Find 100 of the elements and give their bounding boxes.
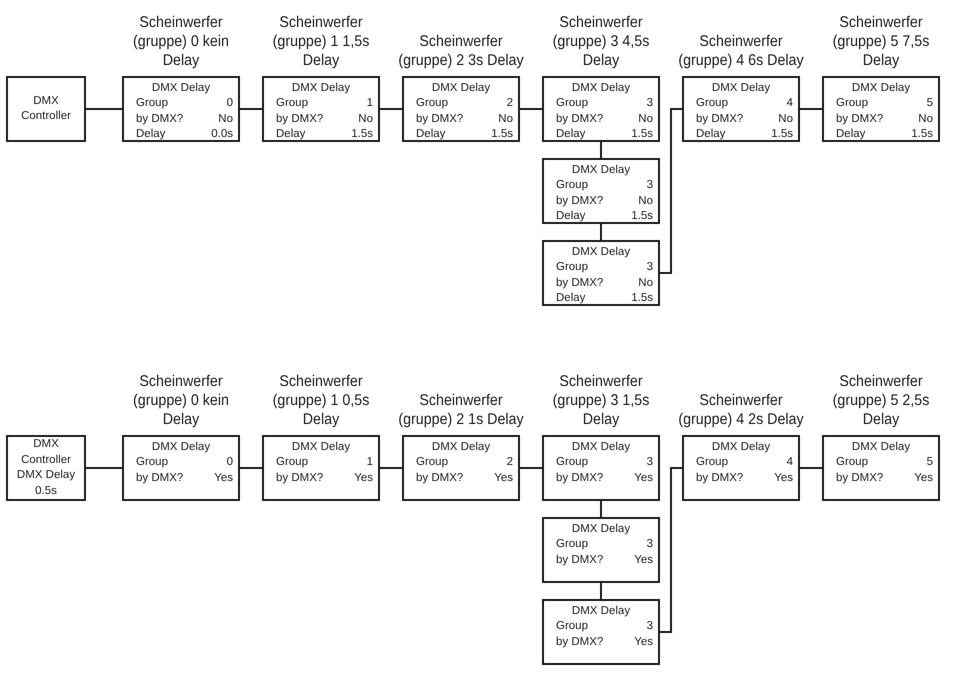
setting-label: Group	[276, 455, 308, 470]
setting-label: by DMX?	[836, 470, 884, 486]
box-title: DMX Delay	[710, 81, 772, 96]
setting-value: 5	[926, 96, 933, 111]
fixture-heading: Scheinwerfer (gruppe) 1 1,5s Delay	[272, 13, 370, 70]
box-title: DMX Delay	[290, 81, 352, 96]
connector-line	[660, 108, 682, 274]
setting-label: Delay	[836, 127, 866, 142]
setting-value: 3	[646, 455, 653, 470]
device-box	[542, 517, 660, 583]
setting-value: Yes	[214, 470, 233, 486]
device-box	[542, 240, 660, 306]
setting-label: by DMX?	[136, 112, 184, 126]
connector-line	[600, 583, 602, 599]
controller-label: DMX Controller	[20, 437, 72, 468]
box-title: DMX Delay	[850, 81, 912, 96]
box-title: DMX Delay	[570, 245, 632, 260]
setting-value: 0	[226, 96, 233, 111]
connector-line	[800, 108, 822, 110]
connector-line	[380, 108, 402, 110]
fixture-heading: Scheinwerfer (gruppe) 1 0,5s Delay	[272, 372, 370, 429]
setting-label: by DMX?	[556, 634, 604, 650]
controller-box	[6, 76, 86, 142]
connector-line	[600, 224, 602, 240]
setting-label: by DMX?	[556, 112, 604, 126]
connector-line	[86, 467, 122, 469]
setting-label: Group	[556, 619, 588, 634]
device-box	[542, 158, 660, 224]
setting-label: by DMX?	[556, 276, 604, 290]
setting-value: 3	[646, 260, 653, 275]
setting-label: Delay	[136, 127, 166, 142]
connector-line	[600, 501, 602, 517]
box-title: DMX Delay	[570, 604, 632, 619]
fixture-heading: Scheinwerfer (gruppe) 2 3s Delay	[398, 32, 524, 70]
setting-label: Delay	[556, 291, 586, 306]
box-title: DMX Delay	[570, 440, 632, 455]
box-title: DMX Delay	[430, 440, 492, 455]
setting-value: 3	[646, 619, 653, 634]
controller-label: DMX Controller	[20, 94, 72, 124]
box-title: DMX Delay	[570, 81, 632, 96]
setting-label: Delay	[696, 127, 726, 142]
box-title: DMX Delay	[290, 440, 352, 455]
setting-label: by DMX?	[136, 470, 184, 486]
setting-value: No	[358, 112, 373, 126]
setting-value: 0.0s	[211, 127, 233, 142]
setting-value: 1.5s	[631, 209, 653, 224]
setting-label: Delay	[416, 127, 446, 142]
fixture-heading: Scheinwerfer (gruppe) 0 kein Delay	[132, 372, 230, 429]
box-title: DMX Delay	[570, 163, 632, 178]
setting-value: 3	[646, 537, 653, 552]
setting-label: Group	[556, 96, 588, 111]
setting-value: Yes	[634, 470, 653, 486]
setting-label: Group	[276, 96, 308, 111]
setting-label: Delay	[556, 209, 586, 224]
setting-value: 3	[646, 178, 653, 193]
setting-label: Group	[556, 178, 588, 193]
controller-box	[6, 435, 86, 501]
setting-value: Yes	[774, 470, 793, 486]
fixture-heading: Scheinwerfer (gruppe) 3 4,5s Delay	[552, 13, 650, 70]
connector-line	[240, 108, 262, 110]
setting-value: 5	[926, 455, 933, 470]
box-title: DMX Delay	[850, 440, 912, 455]
setting-label: by DMX?	[416, 470, 464, 486]
setting-label: Group	[556, 537, 588, 552]
setting-label: Delay	[556, 127, 586, 142]
setting-value: Yes	[634, 634, 653, 650]
setting-value: No	[638, 194, 653, 208]
setting-label: Group	[836, 96, 868, 111]
box-title: DMX Delay	[430, 81, 492, 96]
setting-value: No	[218, 112, 233, 126]
setting-value: 1.5s	[631, 291, 653, 306]
box-title: DMX Delay	[710, 440, 772, 455]
setting-value: 1	[366, 455, 373, 470]
box-title: DMX Delay	[150, 440, 212, 455]
setting-label: Group	[556, 260, 588, 275]
connector-line	[380, 467, 402, 469]
setting-label: Group	[416, 455, 448, 470]
connector-line	[520, 467, 542, 469]
controller-label: DMX Delay 0.5s	[16, 468, 76, 498]
setting-label: Group	[136, 455, 168, 470]
setting-value: 0	[226, 455, 233, 470]
setting-label: by DMX?	[696, 112, 744, 126]
setting-label: Delay	[276, 127, 306, 142]
fixture-heading: Scheinwerfer (gruppe) 2 1s Delay	[398, 391, 524, 429]
connector-line	[800, 467, 822, 469]
setting-label: by DMX?	[696, 470, 744, 486]
setting-value: No	[778, 112, 793, 126]
setting-label: Group	[136, 96, 168, 111]
setting-label: Group	[556, 455, 588, 470]
setting-value: 4	[786, 455, 793, 470]
setting-label: Group	[696, 96, 728, 111]
setting-value: 1.5s	[911, 127, 933, 142]
setting-value: 3	[646, 96, 653, 111]
connector-line	[660, 467, 682, 633]
device-box	[542, 599, 660, 665]
setting-value: 1	[366, 96, 373, 111]
setting-value: No	[638, 112, 653, 126]
setting-label: Group	[416, 96, 448, 111]
setting-label: by DMX?	[276, 470, 324, 486]
setting-label: by DMX?	[836, 112, 884, 126]
